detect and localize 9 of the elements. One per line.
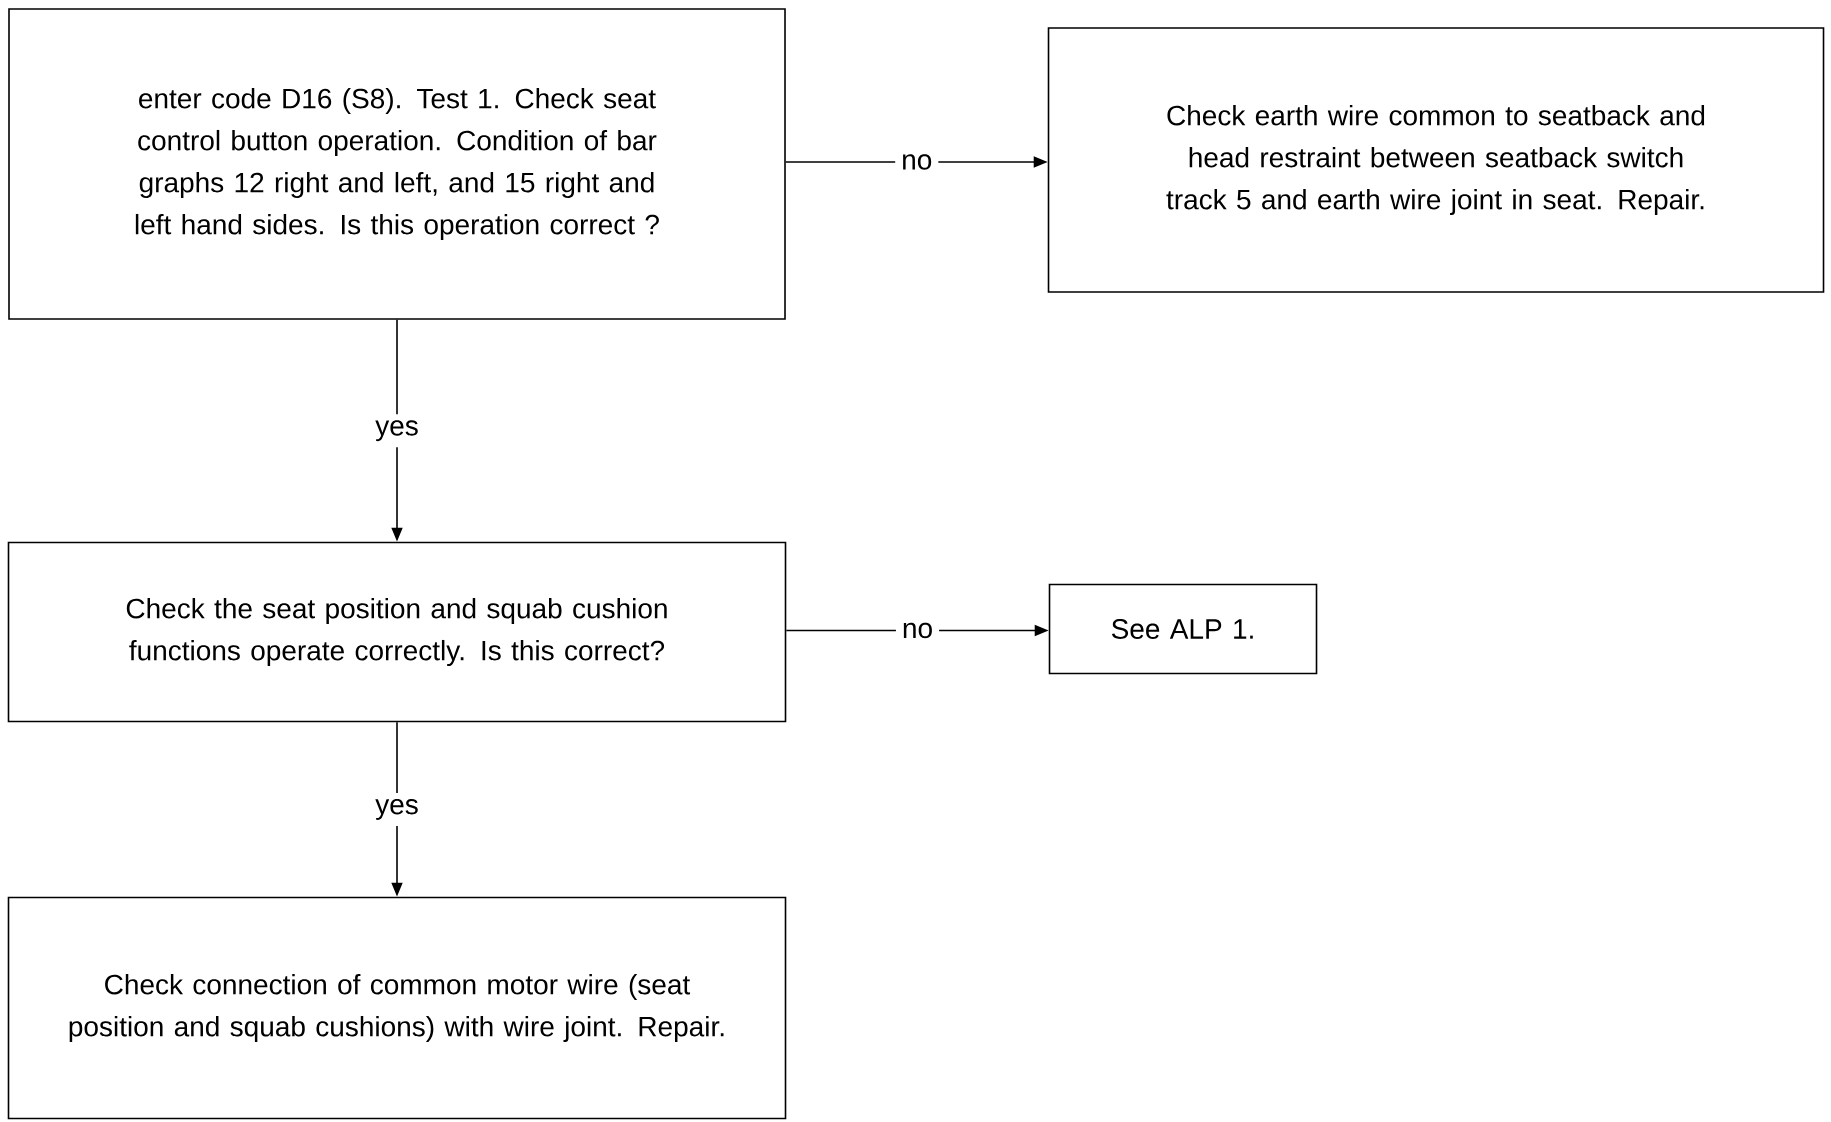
edge-label: yes (369, 793, 425, 826)
edge-label: no (895, 616, 940, 645)
edge-label: no (895, 148, 939, 176)
process-box: enter code D16 (S8). Test 1. Check seat control button operation. Condition of bar graphs 12 right and left, and 15 right and left hand sides. Is this operation correct ? (8, 8, 786, 320)
process-box: Check connection of common motor wire (seat position and squab cushions) with wire joint. Repair. (7, 896, 787, 1120)
process-box: Check earth wire common to seatback and head restraint between seatback switch track 5 and earth wire joint in seat. Repair. (1047, 27, 1825, 293)
edge-label: yes (369, 414, 425, 448)
process-box: Check the seat position and squab cushion functions operate correctly. Is this correct? (7, 541, 787, 723)
process-box: See ALP 1. (1048, 583, 1318, 675)
